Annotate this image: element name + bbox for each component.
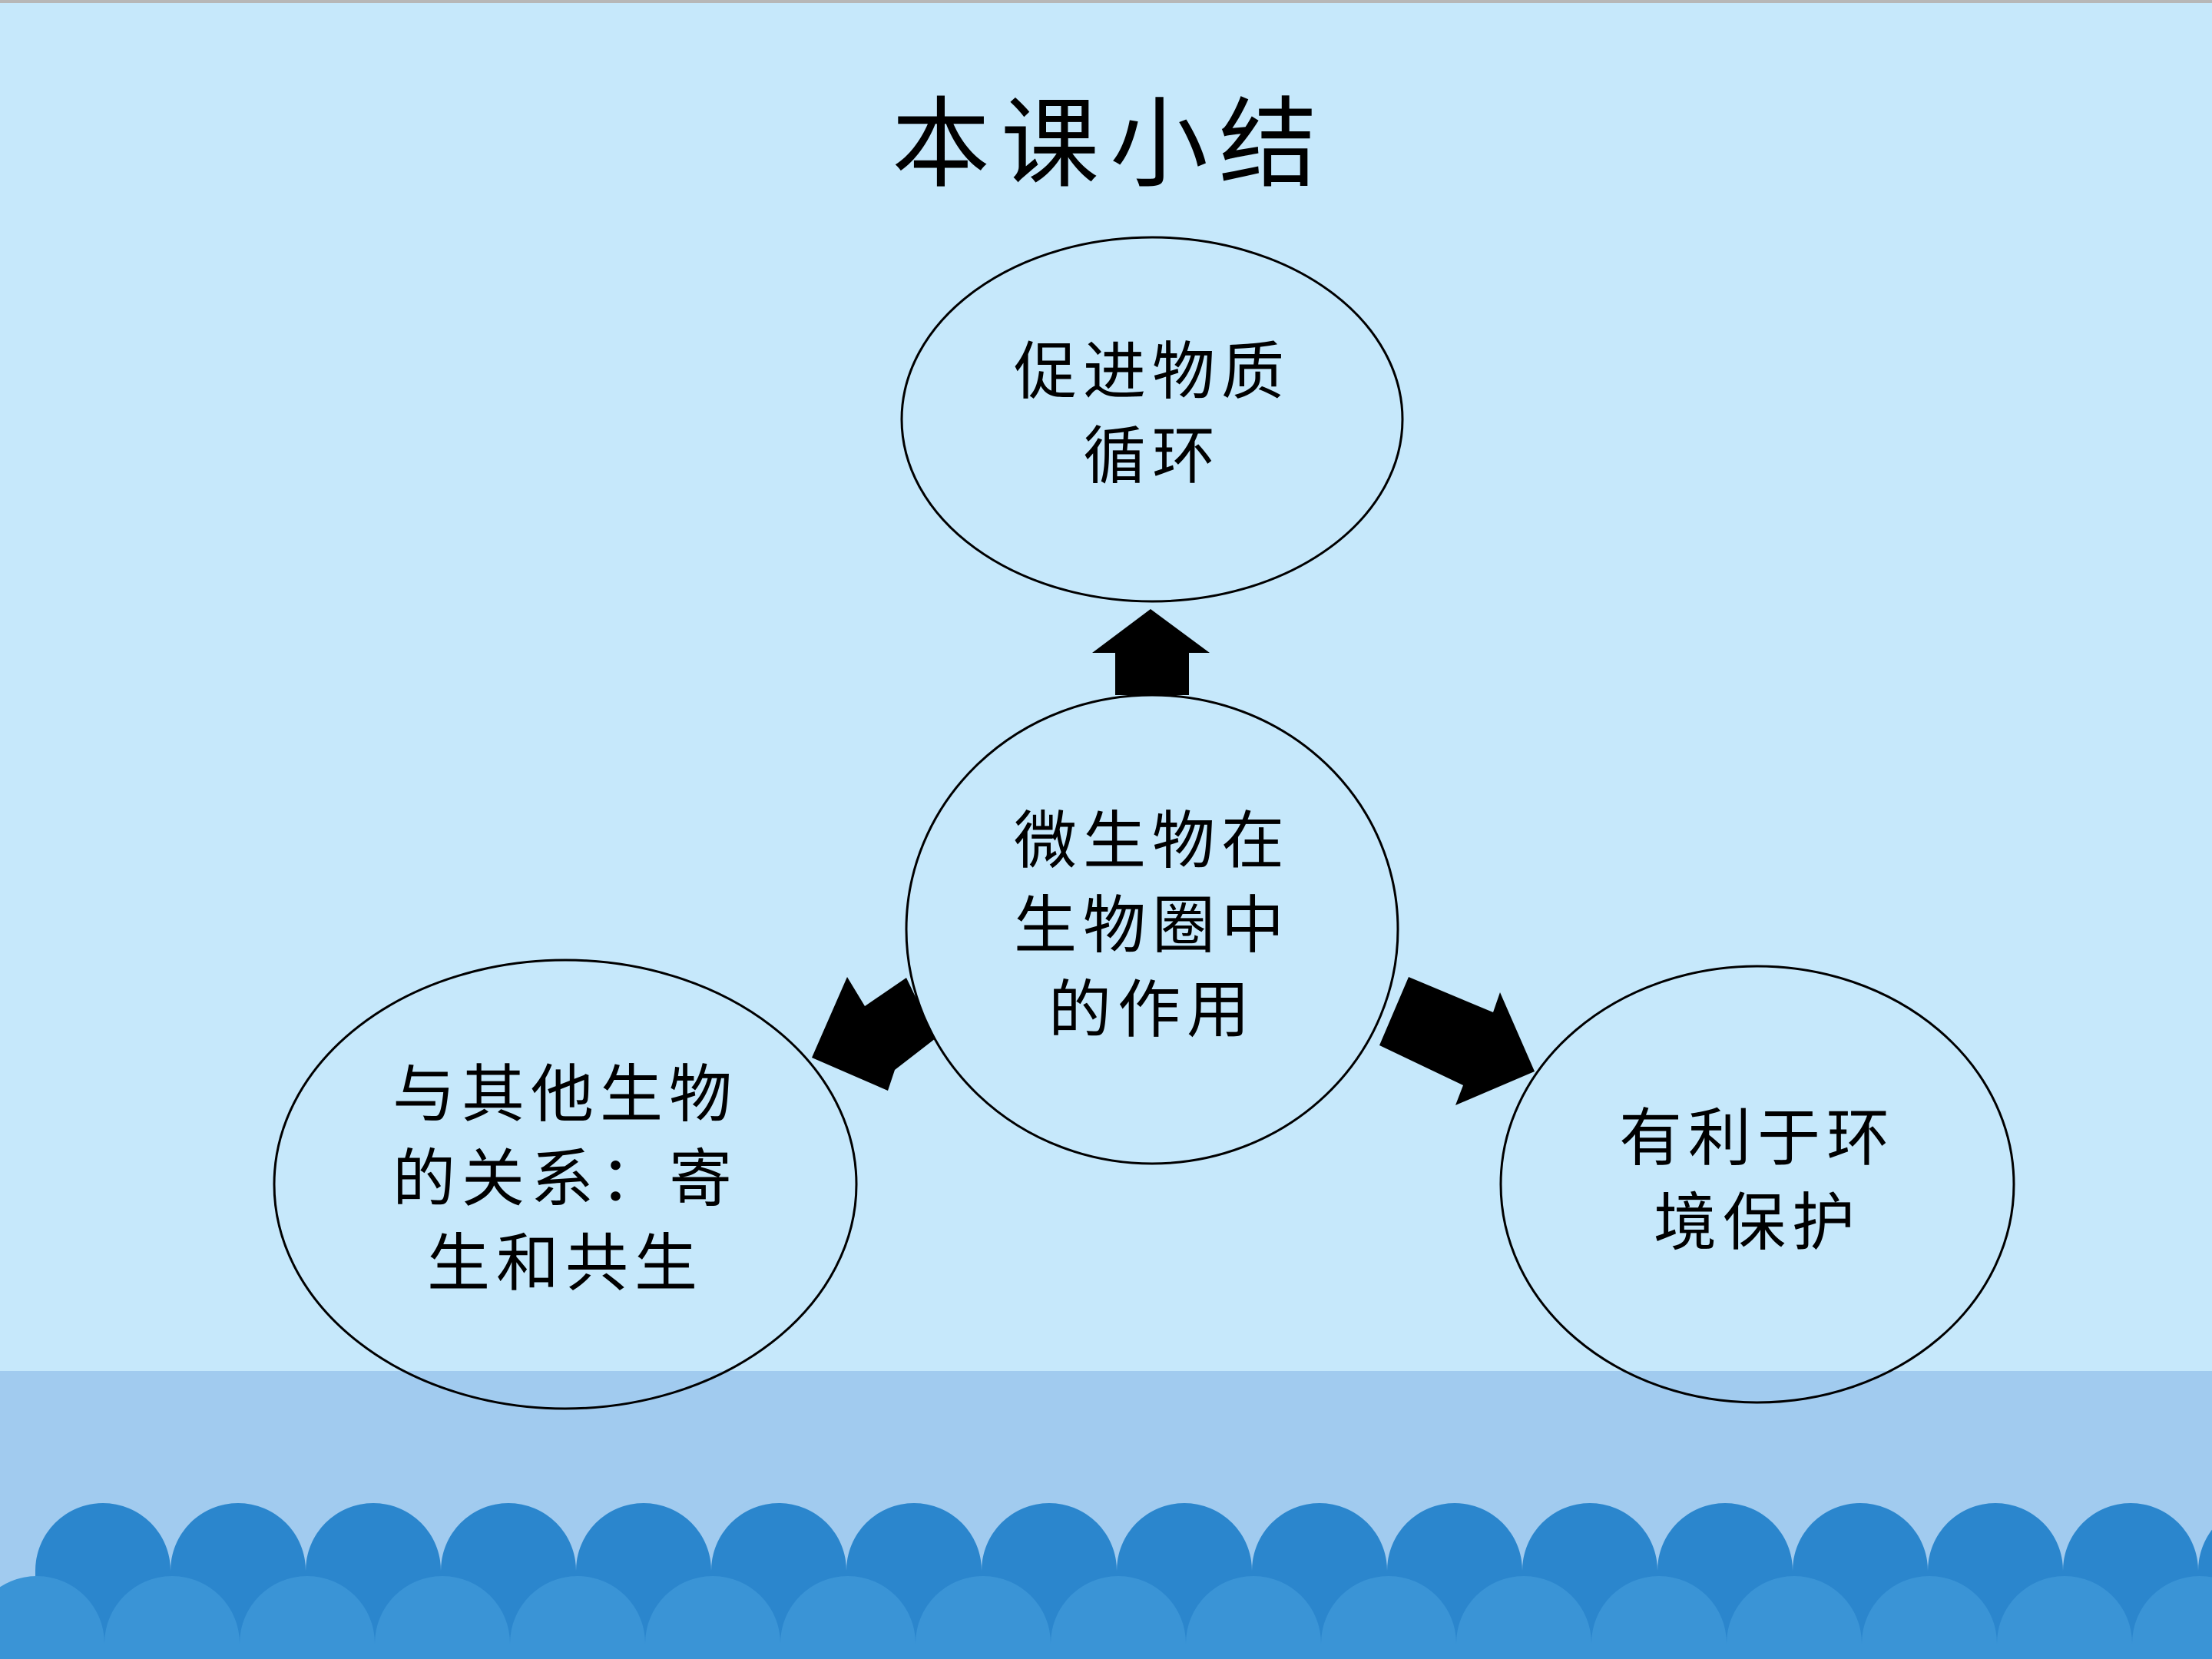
top-border-line [0, 0, 2212, 3]
node-label-line: 微生物在 [1014, 805, 1290, 878]
node-center-ellipse [905, 694, 1399, 1165]
wave-arc [375, 1576, 510, 1659]
wave-arc [1456, 1576, 1591, 1659]
wave-arc [1051, 1576, 1186, 1659]
node-top-ellipse [900, 236, 1404, 603]
node-center-label: 微生物在生物圈中的作用 [1014, 805, 1290, 1047]
node-label-line: 生和共生 [427, 1227, 704, 1300]
wave-arc [1727, 1576, 1862, 1659]
node-right-ellipse [1499, 965, 2015, 1404]
wave-arc [1321, 1576, 1456, 1659]
arrow-up-icon [1092, 609, 1210, 695]
slide-title: 本课小结 [892, 88, 1328, 202]
node-label-line: 的作用 [1048, 974, 1256, 1047]
arrow-left-icon [812, 977, 935, 1091]
wave-arc [1186, 1576, 1321, 1659]
arrow-right-icon [1379, 977, 1535, 1105]
node-left-label: 与其他生物的关系：寄生和共生 [392, 1058, 738, 1300]
node-left-ellipse [273, 959, 858, 1410]
node-label-line: 循环 [1083, 420, 1221, 493]
wave-arc [1862, 1576, 1997, 1659]
wave-arc [240, 1576, 375, 1659]
wave-arc [104, 1576, 240, 1659]
node-label-line: 有利于环 [1619, 1102, 1896, 1175]
node-right-label: 有利于环境保护 [1619, 1102, 1896, 1260]
node-label-line: 境保护 [1654, 1187, 1861, 1260]
wave-arc [0, 1576, 104, 1659]
node-label-line: 与其他生物 [392, 1058, 738, 1131]
wave-arc [1997, 1576, 2132, 1659]
node-label-line: 生物圈中 [1014, 889, 1290, 962]
node-label-line: 促进物质 [1014, 336, 1290, 409]
node-top-label: 促进物质循环 [1014, 336, 1290, 493]
node-label-line: 的关系：寄 [392, 1143, 738, 1216]
wave-arc [510, 1576, 645, 1659]
wave-arc [780, 1576, 916, 1659]
wave-arc [645, 1576, 780, 1659]
wave-arc [916, 1576, 1051, 1659]
wave-arc [2132, 1576, 2212, 1659]
wave-row-front [0, 1576, 2212, 1659]
wave-arc [1591, 1576, 1727, 1659]
